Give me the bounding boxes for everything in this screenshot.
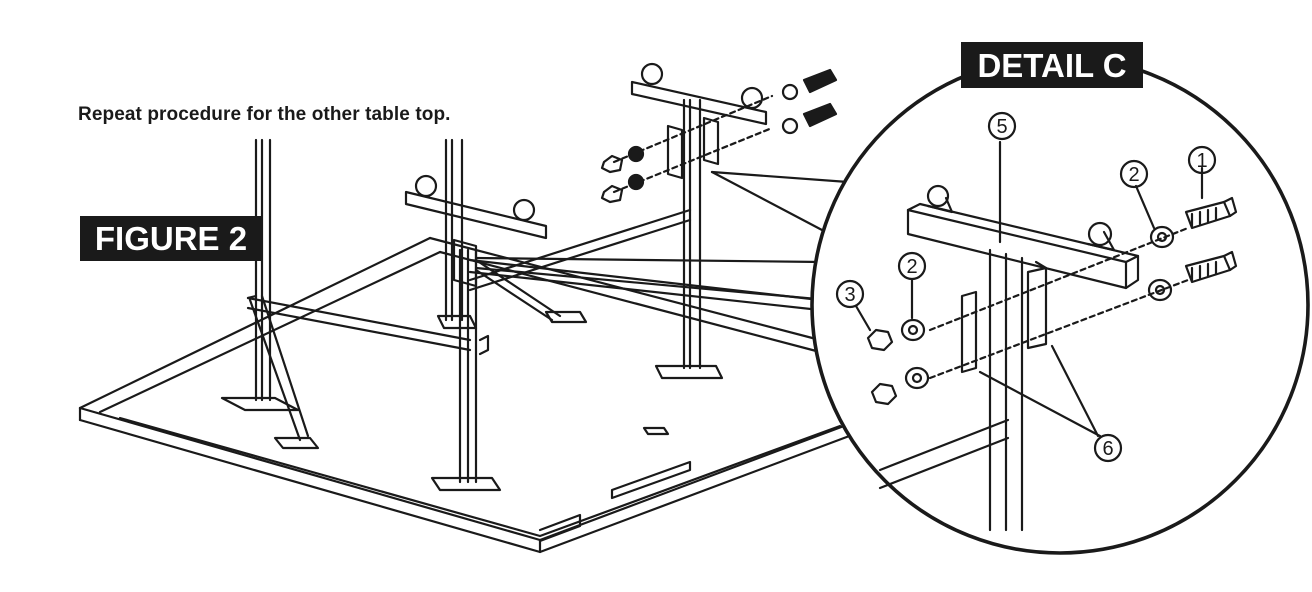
detail-washer [900, 225, 1175, 390]
callout-circle-crossbar [987, 111, 1017, 141]
top-support-center [404, 174, 548, 288]
top-support-right [630, 62, 768, 180]
callout-circle-bracket [1093, 433, 1123, 463]
callout-washer-top: 2 [1128, 164, 1139, 186]
floor-plate [642, 426, 670, 436]
center-upright [430, 138, 502, 492]
instruction-text: Repeat procedure for the other table top… [78, 104, 451, 125]
detail-bracket [960, 260, 1048, 374]
detail-crossbar [906, 140, 1140, 290]
detail-circle [810, 55, 1310, 555]
callout-circle-bolt [1187, 145, 1217, 175]
detail-label: DETAIL C [961, 42, 1143, 88]
right-upright [544, 98, 724, 380]
callout-washer-left: 2 [906, 256, 917, 278]
callout-circle-washer-top [1119, 159, 1149, 189]
callout-circle-washer-left [897, 251, 927, 281]
callout-circle-nut [835, 279, 865, 309]
callout-bolt: 1 [1196, 150, 1207, 172]
detail-bolt [1184, 196, 1238, 284]
callout-leader-nut [854, 304, 872, 332]
detail-pointer [474, 170, 850, 302]
figure-label: FIGURE 2 [80, 216, 262, 261]
callout-leader-bracket [978, 344, 1102, 438]
left-upright [220, 138, 320, 450]
callout-crossbar: 5 [996, 116, 1007, 138]
detail-nut [866, 328, 898, 406]
detail-bolt-lines [928, 226, 1190, 380]
detail-post [878, 248, 1024, 532]
callout-nut: 3 [844, 284, 855, 306]
callout-bracket: 6 [1102, 438, 1113, 460]
callout-leader-washer-top [1134, 184, 1156, 230]
cross-brace [246, 208, 822, 356]
fastener-group [600, 68, 838, 204]
